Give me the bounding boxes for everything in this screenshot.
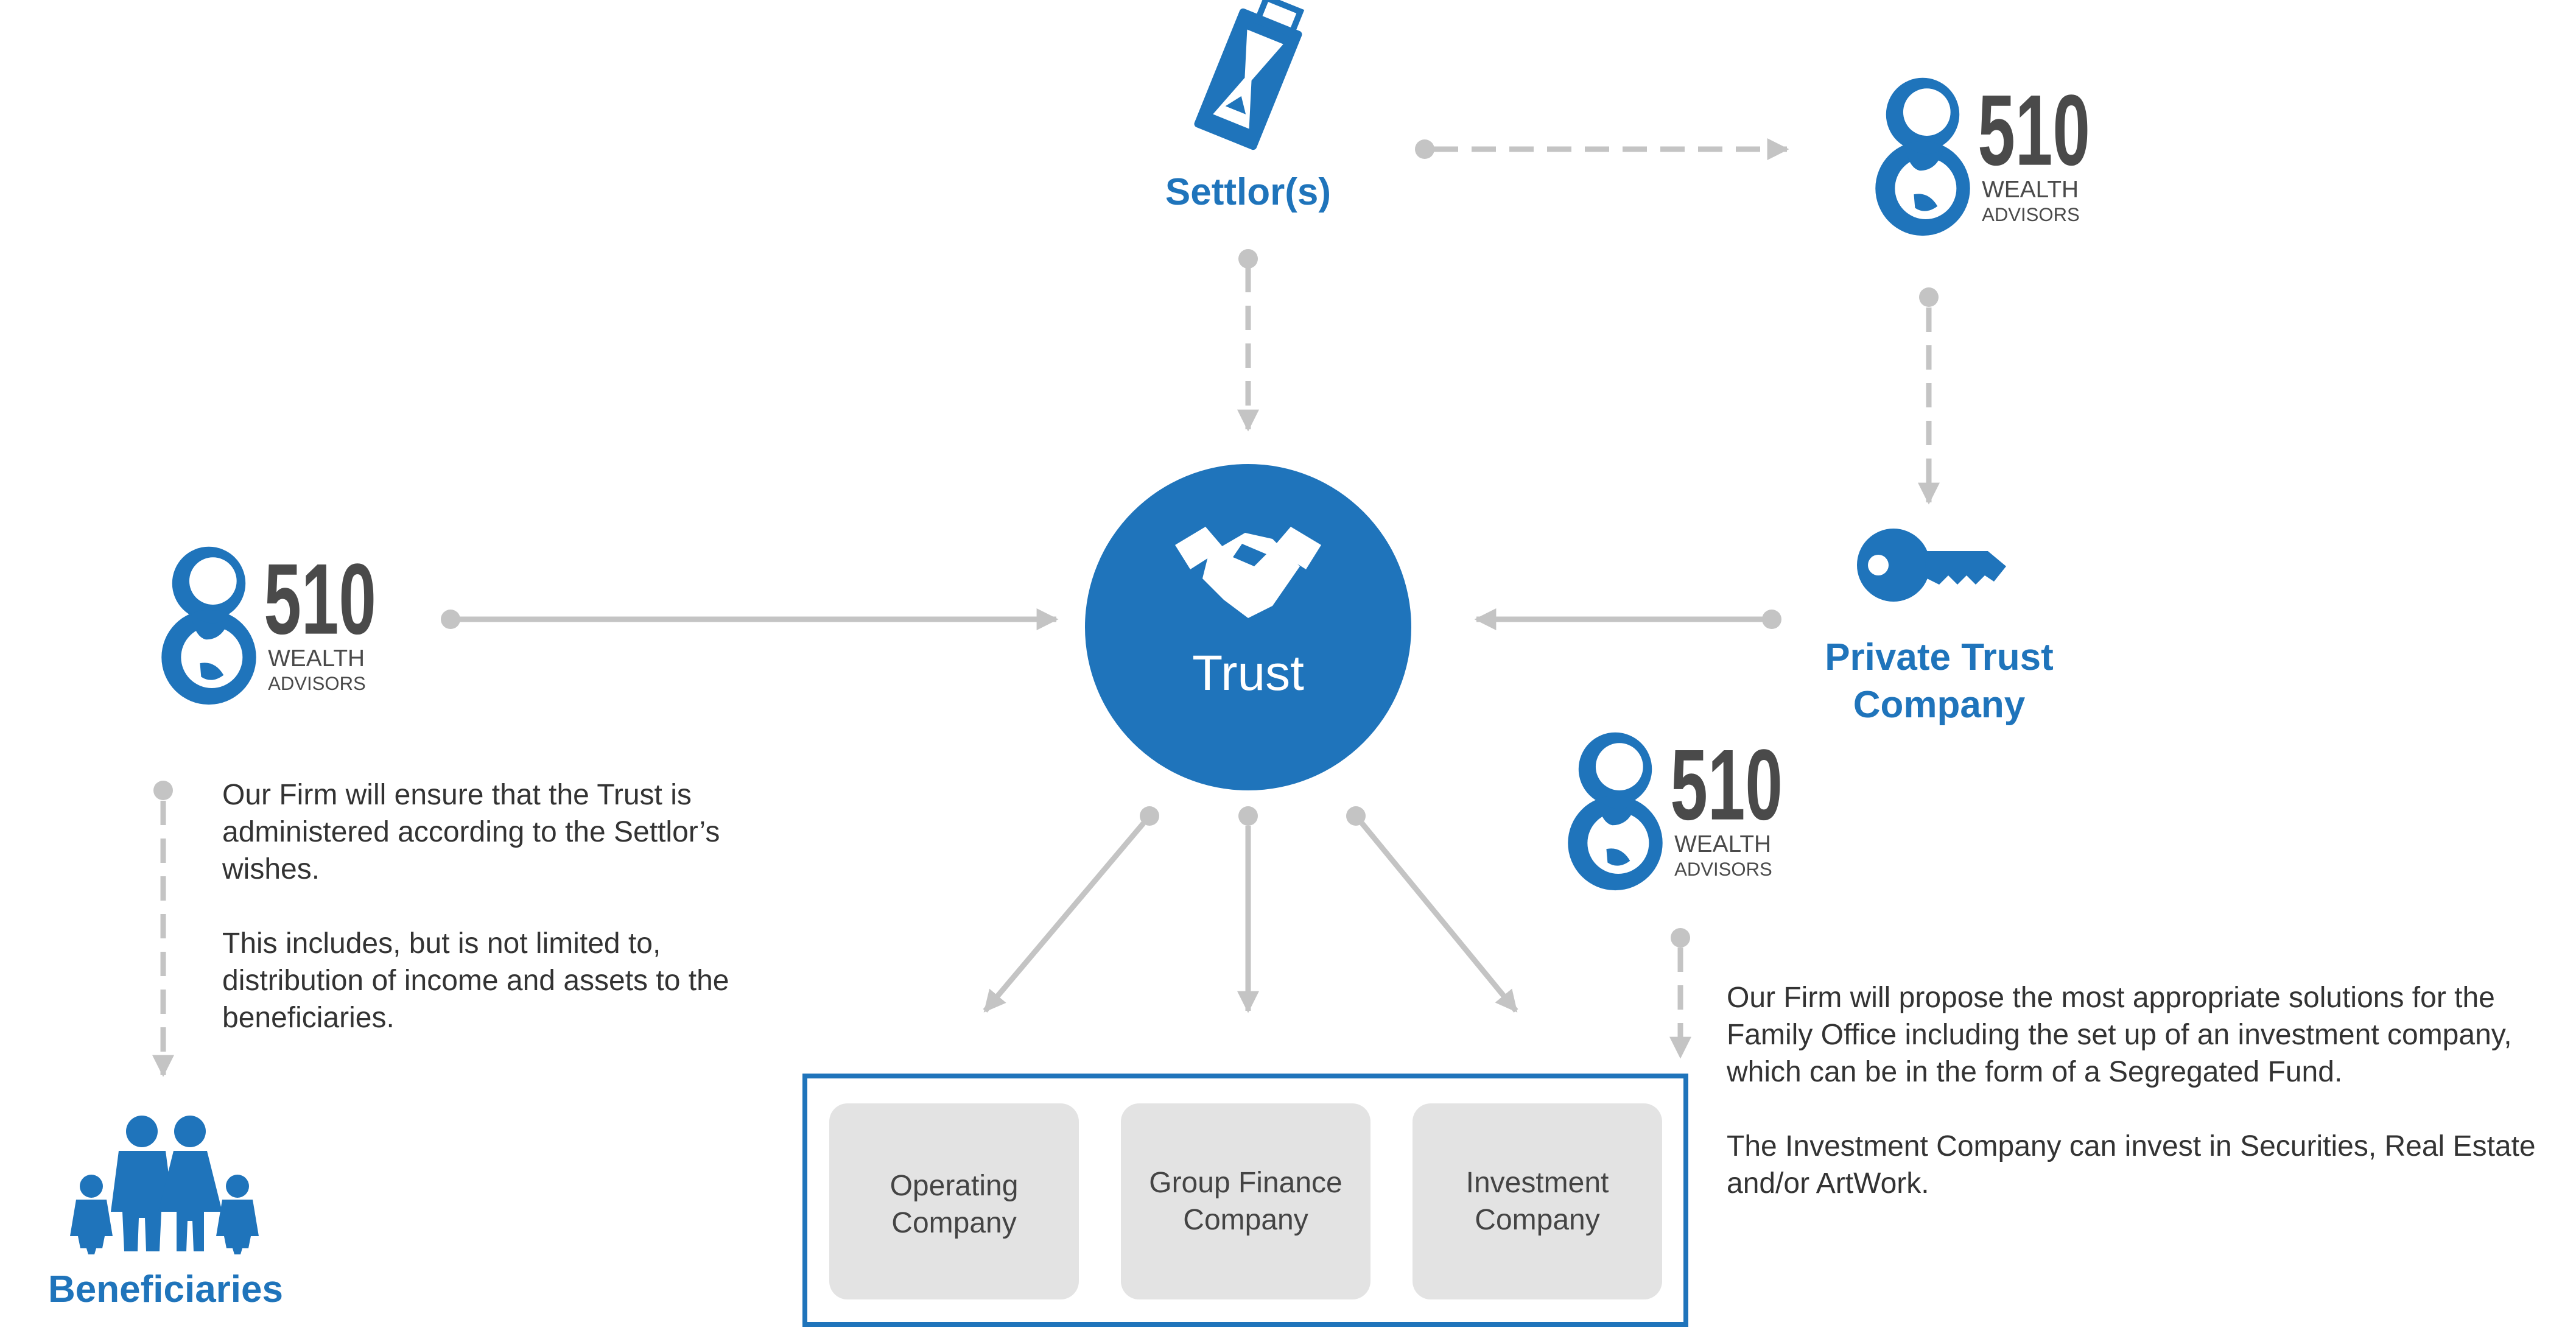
key-icon — [1857, 529, 2006, 602]
settlor-node: Settlor(s) — [1165, 0, 1331, 213]
companies-group: Operating Company Group Finance Company … — [802, 1074, 1688, 1327]
private-trust-node: Private Trust Company — [1825, 529, 2054, 726]
handshake-icon — [1175, 527, 1321, 618]
right-description: Our Firm will propose the most appropria… — [1727, 979, 2570, 1239]
firm-to-private-trust-arrow — [1918, 287, 1940, 505]
settlor-label: Settlor(s) — [1165, 171, 1331, 213]
trust-node: Trust — [1085, 464, 1411, 790]
family-icon — [70, 1116, 259, 1254]
hourglass-card-icon — [1194, 0, 1305, 150]
settlor-to-trust-arrow — [1237, 249, 1259, 432]
firm-to-investment-box-arrow — [1669, 928, 1691, 1059]
left-description-p2: This includes, but is not limited to, di… — [222, 927, 729, 1034]
beneficiaries-label: Beneficiaries — [48, 1268, 283, 1310]
company-box-group-finance: Group Finance Company — [1121, 1103, 1370, 1299]
private-trust-label-line2: Company — [1853, 684, 2026, 726]
company-box-operating: Operating Company — [829, 1103, 1079, 1299]
left-description-p1: Our Firm will ensure that the Trust is a… — [222, 779, 720, 885]
company-investment-line2: Company — [1475, 1204, 1599, 1236]
company-investment-line1: Investment — [1466, 1167, 1609, 1199]
beneficiaries-node: Beneficiaries — [48, 1116, 283, 1310]
company-group-finance-line1: Group Finance — [1149, 1167, 1342, 1199]
trust-to-operating-arrow — [983, 806, 1159, 1013]
company-operating-line2: Company — [891, 1207, 1016, 1239]
left-description: Our Firm will ensure that the Trust is a… — [222, 776, 782, 1074]
trust-label: Trust — [1192, 645, 1304, 701]
connectors — [152, 138, 1940, 1077]
firm-to-trust-arrow — [441, 608, 1059, 630]
company-group-finance-line2: Company — [1183, 1204, 1308, 1236]
private-trust-label-line1: Private Trust — [1825, 636, 2054, 678]
firm-to-beneficiaries-arrow — [152, 781, 174, 1077]
firm-logo-right-middle — [1568, 728, 1783, 891]
trust-to-group-finance-arrow — [1237, 806, 1259, 1013]
firm-logo-left — [161, 543, 376, 705]
trust-to-investment-arrow — [1346, 806, 1518, 1013]
right-description-p1: Our Firm will propose the most appropria… — [1727, 982, 2512, 1088]
company-box-investment: Investment Company — [1413, 1103, 1662, 1299]
private-trust-to-trust-arrow — [1474, 608, 1781, 630]
settlor-to-firm-arrow — [1415, 138, 1789, 160]
right-description-p2: The Investment Company can invest in Sec… — [1727, 1130, 2536, 1200]
company-operating-line1: Operating — [890, 1170, 1019, 1202]
firm-logo-top-right — [1875, 74, 2090, 236]
